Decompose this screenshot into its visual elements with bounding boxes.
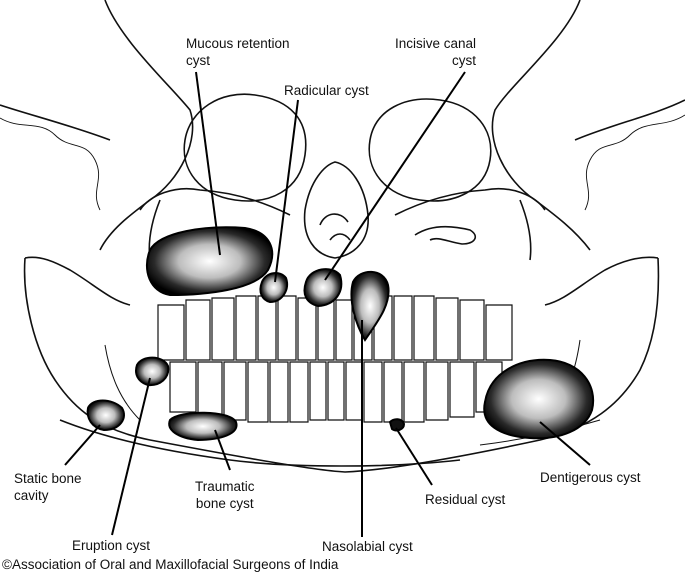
dentigerous-cyst <box>483 358 595 440</box>
label-nasolabial-cyst: Nasolabial cyst <box>322 539 413 554</box>
lower-teeth <box>169 361 503 423</box>
label-incisive-canal-cyst: Incisive canal cyst <box>395 36 477 68</box>
incisive-canal-cyst <box>303 268 343 308</box>
mucous-retention-cyst <box>145 226 274 297</box>
static-bone-cavity <box>86 399 125 432</box>
nasolabial-cyst <box>350 270 390 342</box>
label-residual-cyst: Residual cyst <box>425 492 506 507</box>
label-eruption-cyst: Eruption cyst <box>72 538 151 553</box>
cyst-lesions <box>86 226 595 442</box>
eruption-cyst <box>135 356 170 387</box>
copyright-credit: ©Association of Oral and Maxillofacial S… <box>2 557 339 572</box>
residual-cyst <box>388 418 406 432</box>
upper-teeth <box>157 295 513 361</box>
label-radicular-cyst: Radicular cyst <box>284 83 369 98</box>
label-static-bone-cavity: Static bone cavity <box>14 471 82 503</box>
label-traumatic-bone-cyst: Traumatic bone cyst <box>195 479 255 511</box>
traumatic-bone-cyst <box>168 411 238 442</box>
radicular-cyst <box>259 272 288 304</box>
label-dentigerous-cyst: Dentigerous cyst <box>540 470 641 485</box>
leader-lines <box>64 71 591 537</box>
label-mucous-retention-cyst: Mucous retention cyst <box>186 36 290 68</box>
